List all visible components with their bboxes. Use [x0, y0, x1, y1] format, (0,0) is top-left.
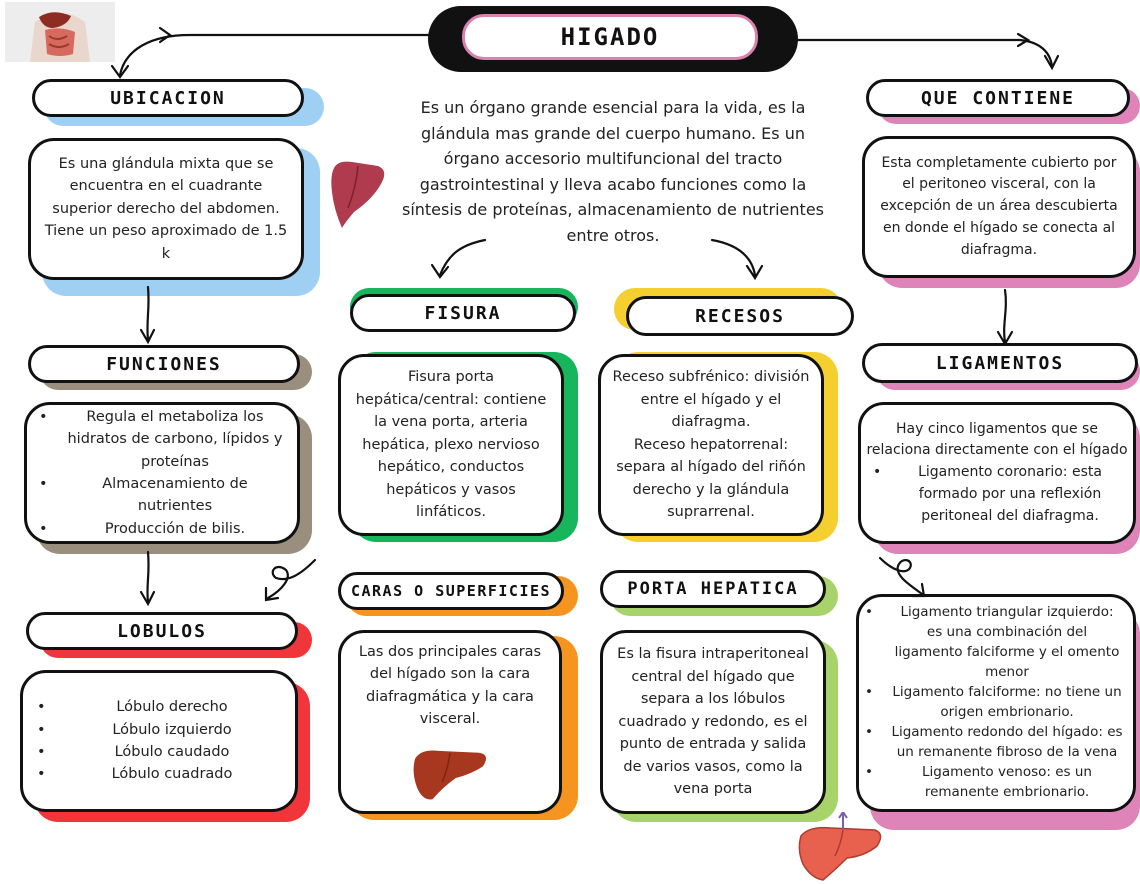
fisura-box: Fisura porta hepática/central: contiene …	[338, 354, 564, 536]
ligamentos-box: Hay cinco ligamentos que se relaciona di…	[858, 402, 1136, 544]
liver-anatomy-icon	[798, 812, 882, 881]
ligamentos-label: LIGAMENTOS	[862, 343, 1138, 383]
lobulos-item: Lóbulo derecho	[37, 696, 281, 719]
funciones-box: Regula el metaboliza los hidratos de car…	[24, 402, 300, 544]
funciones-list: Regula el metaboliza los hidratos de car…	[31, 406, 293, 541]
caras-label: CARAS O SUPERFICIES	[338, 572, 564, 610]
fisura-text: Fisura porta hepática/central: contiene …	[355, 369, 547, 521]
liver-icon	[331, 161, 385, 228]
ubicacion-label: UBICACION	[32, 79, 304, 117]
lobulos-item: Lóbulo cuadrado	[37, 763, 281, 786]
porta-box: Es la fisura intraperitoneal central del…	[600, 630, 826, 814]
que-contiene-text: Esta completamente cubierto por el perit…	[880, 154, 1118, 258]
recesos-text-subfrenico: Receso subfrénico: división entre el híg…	[612, 369, 810, 431]
caras-box: Las dos principales caras del hígado son…	[338, 630, 562, 814]
porta-text: Es la fisura intraperitoneal central del…	[617, 646, 809, 798]
funciones-item: Regula el metaboliza los hidratos de car…	[39, 406, 285, 473]
lobulos-box: Lóbulo derecho Lóbulo izquierdo Lóbulo c…	[20, 670, 298, 812]
fisura-label: FISURA	[350, 294, 576, 332]
funciones-label: FUNCIONES	[28, 345, 300, 383]
ligamento-item: Ligamento triangular izquierdo: es una c…	[865, 603, 1123, 683]
porta-label: PORTA HEPATICA	[600, 570, 826, 608]
ligamento-item: Ligamento falciforme: no tiene un origen…	[865, 683, 1123, 723]
lobulos-label: LOBULOS	[26, 612, 298, 650]
ubicacion-box: Es una glándula mixta que se encuentra e…	[28, 138, 304, 280]
recesos-text-hepatorrenal: Receso hepatorrenal: separa al hígado de…	[616, 436, 806, 521]
ligamentos-list-2: Ligamento triangular izquierdo: es una c…	[861, 603, 1131, 803]
lobulos-item: Lóbulo izquierdo	[37, 719, 281, 742]
caras-text: Las dos principales caras del hígado son…	[358, 644, 542, 728]
recesos-label: RECESOS	[626, 296, 854, 336]
que-contiene-label: QUE CONTIENE	[866, 79, 1130, 117]
ligamento-item: Ligamento venoso: es un remanente embrio…	[865, 763, 1123, 803]
que-contiene-box: Esta completamente cubierto por el perit…	[862, 136, 1136, 278]
ubicacion-text: Es una glándula mixta que se encuentra e…	[52, 155, 280, 217]
intro-text: Es un órgano grande esencial para la vid…	[401, 98, 824, 245]
recesos-box: Receso subfrénico: división entre el híg…	[598, 354, 824, 536]
ligamento-item: Ligamento coronario: esta formado por un…	[873, 462, 1121, 527]
funciones-item: Almacenamiento de nutrientes	[39, 473, 285, 518]
lobulos-item: Lóbulo caudado	[37, 741, 281, 764]
torso-liver-illustration	[5, 2, 115, 62]
ligamentos-list-box: Ligamento triangular izquierdo: es una c…	[856, 594, 1136, 812]
ligamento-item: Ligamento redondo del hígado: es un rema…	[865, 723, 1123, 763]
funciones-item: Producción de bilis.	[39, 518, 285, 541]
ubicacion-weight: Tiene un peso aproximado de 1.5 k	[44, 223, 288, 262]
ligamentos-list-1: Ligamento coronario: esta formado por un…	[865, 462, 1129, 527]
ligamentos-intro: Hay cinco ligamentos que se relaciona di…	[866, 420, 1128, 459]
liver-icon	[413, 750, 487, 800]
lobulos-list: Lóbulo derecho Lóbulo izquierdo Lóbulo c…	[29, 696, 289, 786]
page-title: HIGADO	[462, 14, 758, 60]
